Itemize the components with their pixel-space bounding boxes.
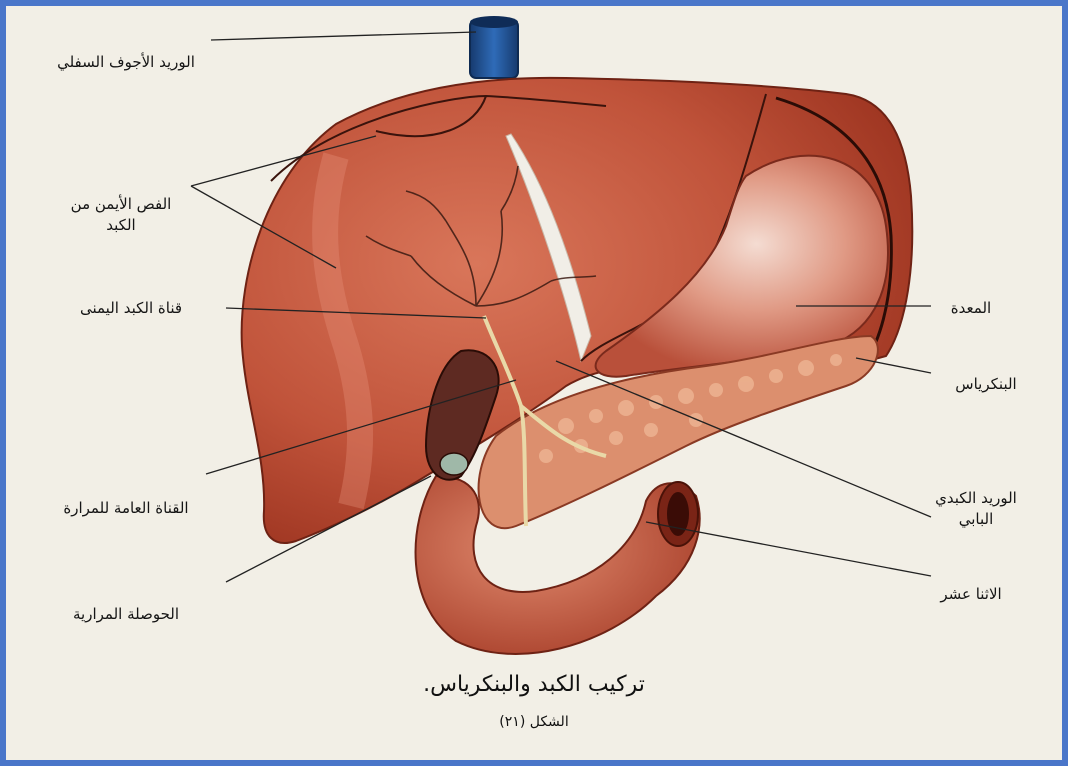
label-stomach: المعدة [916, 298, 1026, 319]
figure-number: الشكل (٢١) [6, 714, 1062, 730]
label-gallbladder: الحوصلة المرارية [26, 604, 226, 625]
figure-page: الوريد الأجوف السفلي الفص الأيمن من الكب… [6, 6, 1062, 760]
label-right-lobe-liver: الفص الأيمن من الكبد [56, 194, 186, 236]
liver-pancreas-illustration [6, 6, 1062, 760]
label-duodenum: الاثنا عشر [911, 584, 1031, 605]
inferior-vena-cava-shape [470, 16, 518, 78]
label-inferior-vena-cava: الوريد الأجوف السفلي [36, 52, 216, 73]
figure-caption-title: تركيب الكبد والبنكرياس. [6, 672, 1062, 697]
label-pancreas: البنكرياس [926, 374, 1046, 395]
label-common-bile-duct: القناة العامة للمرارة [26, 498, 226, 519]
label-right-hepatic-duct: قناة الكبد اليمنى [36, 298, 226, 319]
label-hepatic-portal-vein: الوريد الكبدي البابي [916, 488, 1036, 530]
